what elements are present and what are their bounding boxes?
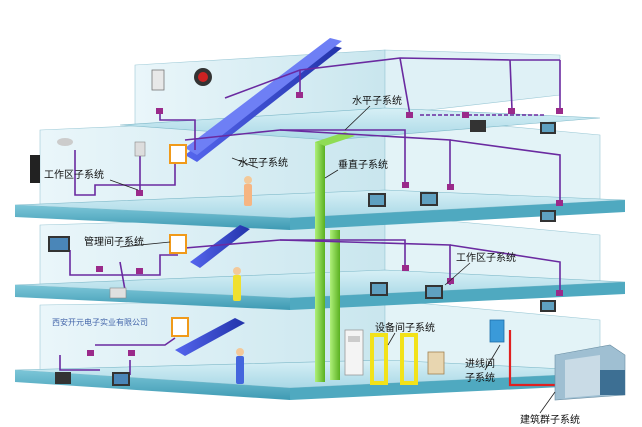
entrance-panel xyxy=(489,319,505,343)
diagram-labels: 水平子系统 水平子系统 垂直子系统 工作区子系统 管理间子系统 工作区子系统 设… xyxy=(44,94,580,426)
workstations xyxy=(30,120,556,386)
label-building-group-subsystem: 建筑群子系统 xyxy=(520,413,580,426)
horizontal-trunks xyxy=(175,38,342,356)
top-floor-devices xyxy=(151,68,212,91)
label-work-area-subsystem-left: 工作区子系统 xyxy=(44,168,104,181)
label-vertical-subsystem: 垂直子系统 xyxy=(338,158,388,171)
floor-slab-4 xyxy=(119,107,601,141)
label-work-area-subsystem-right: 工作区子系统 xyxy=(456,251,516,264)
label-horizontal-subsystem-top: 水平子系统 xyxy=(352,94,402,107)
label-horizontal-subsystem: 水平子系统 xyxy=(238,156,288,169)
equipment-room xyxy=(344,329,445,385)
telecom-closet-boxes xyxy=(169,144,189,337)
label-admission-subsystem-1: 进线间 xyxy=(465,357,495,370)
company-watermark: 西安开元电子实业有限公司 xyxy=(52,317,148,327)
label-management-subsystem: 管理间子系统 xyxy=(84,235,144,248)
vertical-trunk xyxy=(315,132,355,382)
label-equipment-room-subsystem: 设备间子系统 xyxy=(375,321,435,334)
leader-lines xyxy=(109,105,556,414)
label-admission-subsystem-2: 子系统 xyxy=(465,371,495,384)
people xyxy=(233,176,252,384)
connectors xyxy=(87,92,563,356)
cabling-network xyxy=(59,57,561,375)
building-group xyxy=(554,344,626,401)
